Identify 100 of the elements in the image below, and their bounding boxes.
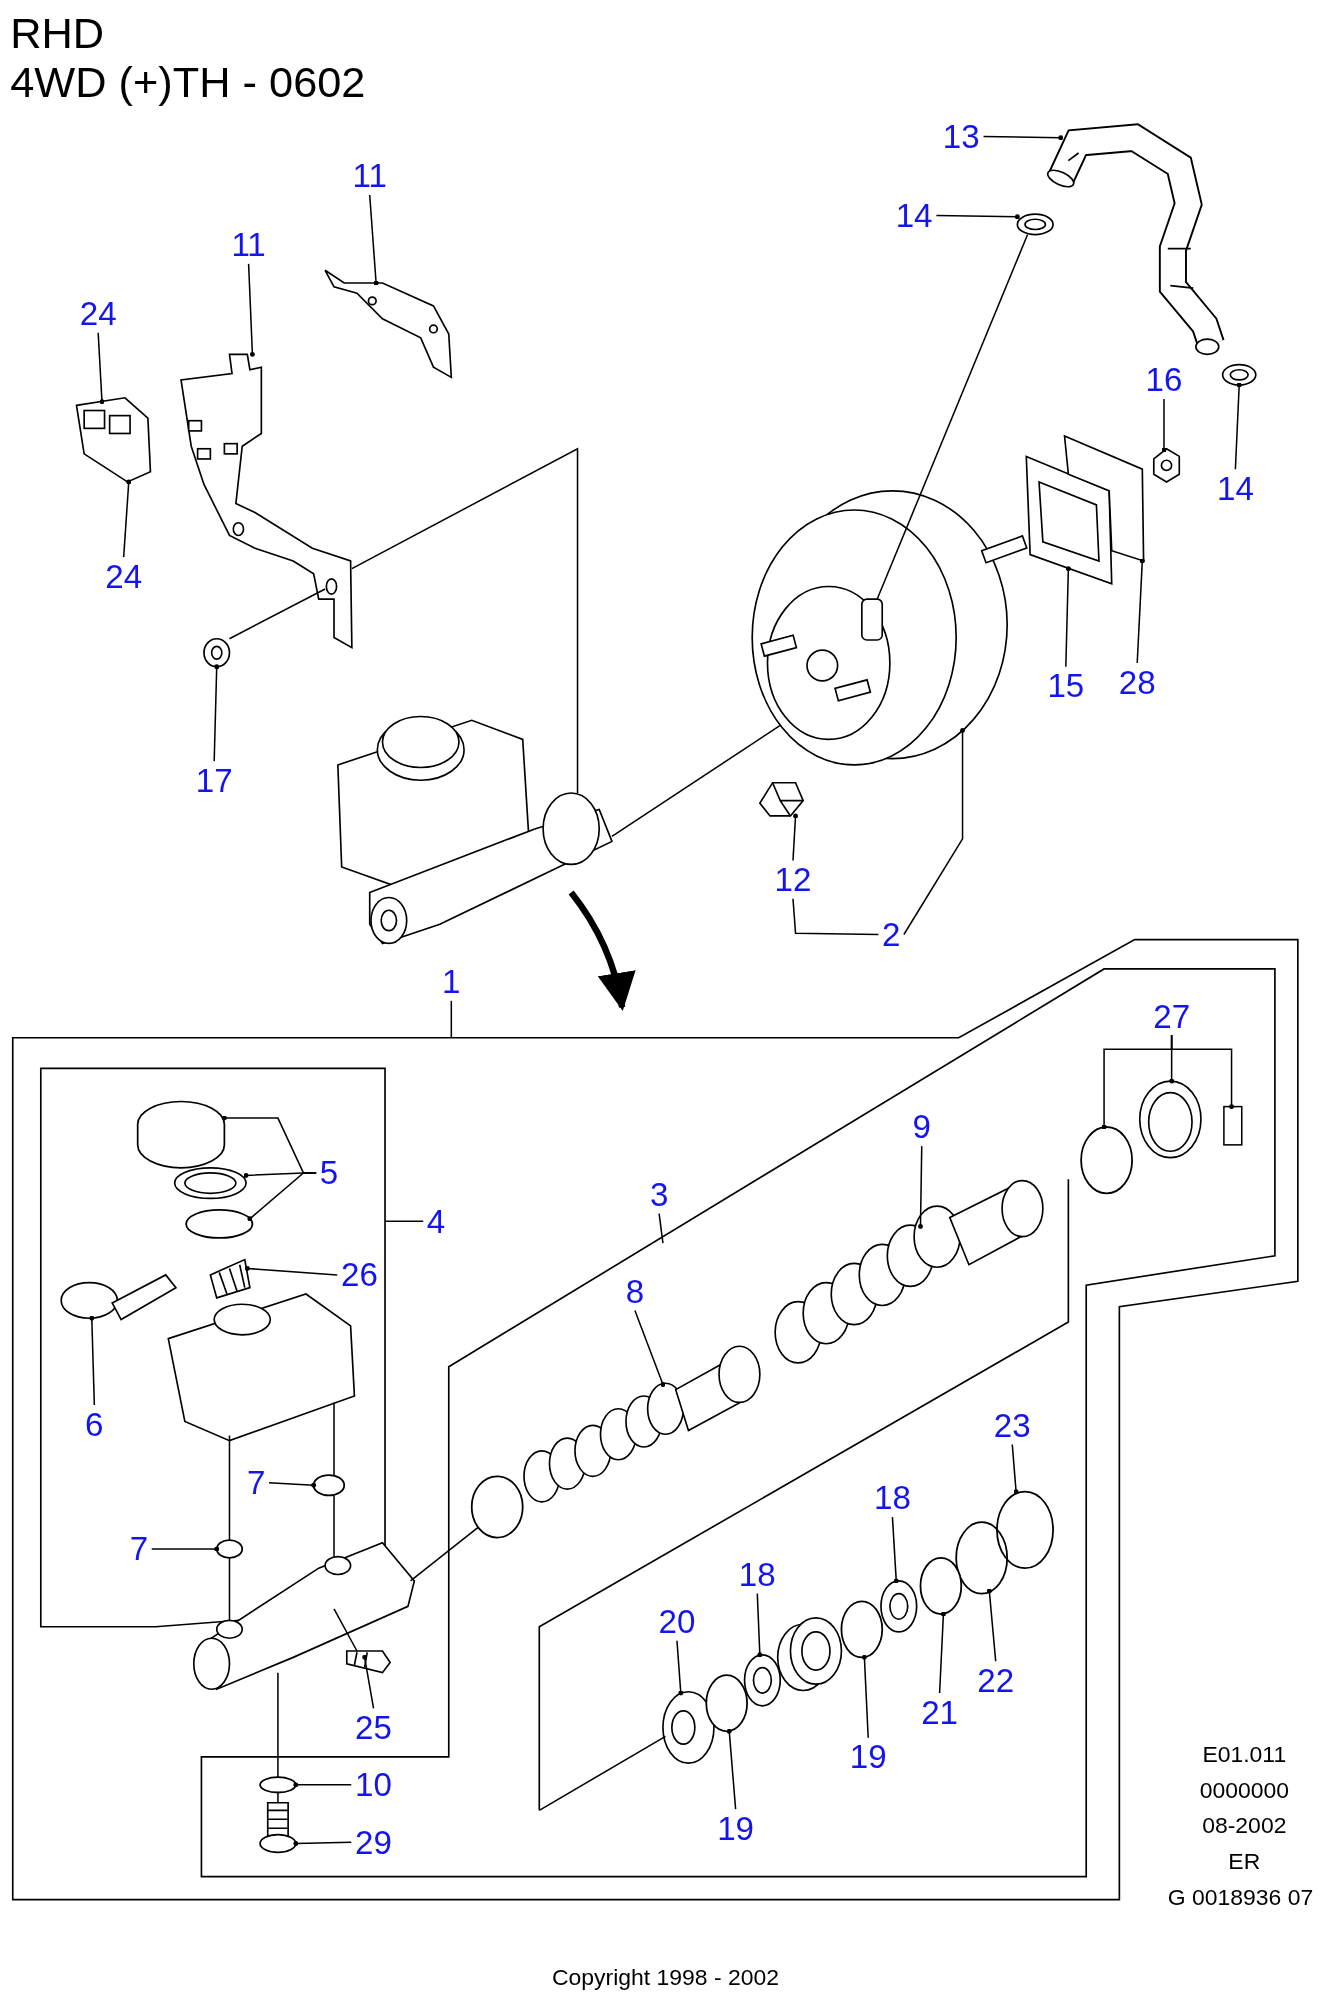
leader-line	[1170, 1034, 1234, 1110]
leader-line	[792, 898, 880, 936]
leader-line	[244, 1266, 338, 1276]
callout-number: 14	[1216, 471, 1254, 505]
header-text: 4WD (+)TH - 0602	[10, 58, 366, 105]
leader-line	[891, 1516, 899, 1584]
callout-number: 24	[105, 559, 143, 593]
leader-line	[756, 1592, 763, 1658]
leader-line	[450, 1000, 453, 1039]
leader-line	[89, 1315, 96, 1406]
clamp-drawing	[1016, 213, 1054, 236]
snap-ring-drawing	[955, 1521, 1009, 1595]
valve-drawing	[758, 781, 805, 817]
leader-line	[676, 1640, 684, 1696]
reservoir-drawing	[167, 1293, 356, 1442]
connector-line	[333, 1608, 358, 1652]
leader-line	[1065, 566, 1071, 668]
connector-line	[611, 724, 781, 838]
hose-drawing	[1046, 123, 1225, 356]
leader-line	[1161, 398, 1167, 453]
nut-drawing	[1152, 447, 1181, 483]
leader-line	[792, 813, 798, 862]
callout-number: 25	[355, 1710, 392, 1745]
leader-line	[634, 1309, 666, 1387]
leader-line	[150, 1546, 220, 1552]
callout-number: 13	[942, 119, 980, 153]
leader-line	[1234, 382, 1242, 470]
callout-number: 7	[247, 1466, 266, 1500]
callout-number: 16	[1145, 363, 1183, 397]
leader-line	[362, 1654, 375, 1710]
connector-line	[333, 1401, 335, 1476]
cap-drawing	[136, 1100, 226, 1169]
leader-line	[861, 1654, 869, 1739]
drawing-date: 08-2002	[1202, 1812, 1287, 1839]
seal-drawing	[840, 1600, 884, 1659]
leader-line	[122, 479, 132, 558]
leader-line	[903, 728, 965, 936]
screw-drawing	[345, 1650, 392, 1674]
leader-line	[213, 664, 220, 762]
ring-drawing	[173, 1167, 247, 1200]
callout-number: 18	[874, 1481, 911, 1515]
pin-drawing	[60, 1273, 178, 1321]
callout-number: 7	[129, 1532, 149, 1566]
ring-drawing	[1138, 1080, 1202, 1159]
cylinder-body-drawing	[192, 1541, 416, 1691]
callout-number: 8	[625, 1274, 645, 1309]
leader-line	[658, 1212, 664, 1244]
ring-drawing	[185, 1209, 254, 1239]
callout-number: 11	[352, 159, 387, 193]
strainer-drawing	[209, 1258, 251, 1299]
callout-number: 28	[1118, 665, 1156, 699]
seal-kit-drawing	[625, 1345, 761, 1448]
connector-line	[228, 1557, 231, 1622]
callout-number: 9	[912, 1110, 931, 1144]
bracket-drawing	[180, 353, 353, 650]
copyright-note: Copyright 1998 - 2002	[551, 1964, 780, 1991]
leader-line	[293, 1841, 352, 1846]
leader-line	[247, 263, 255, 357]
connector-line	[333, 1494, 335, 1558]
brake-booster-drawing	[751, 490, 1028, 766]
callout-number: 15	[1047, 669, 1085, 703]
callout-number: 10	[355, 1768, 392, 1802]
connector-line	[277, 1671, 279, 1778]
callout-number: 6	[85, 1407, 104, 1441]
leader-line	[935, 214, 1020, 220]
clip-drawing	[1223, 1105, 1243, 1146]
callout-number: 20	[658, 1605, 696, 1639]
callout-number: 24	[79, 297, 117, 331]
bolt-drawing	[259, 1801, 297, 1854]
connector-line	[228, 1434, 231, 1541]
callout-number: 4	[426, 1204, 446, 1238]
callout-number: 5	[319, 1156, 339, 1190]
seal-kit-drawing	[886, 1179, 1044, 1288]
callout-number: 22	[977, 1663, 1015, 1697]
drawing-code: E01.011	[1202, 1741, 1287, 1767]
callout-number: 11	[231, 228, 266, 262]
callout-number: 2	[881, 917, 901, 952]
washer-drawing	[919, 1557, 963, 1615]
piston-drawing	[662, 1690, 715, 1764]
ring-drawing	[743, 1654, 782, 1707]
callout-number: 23	[993, 1408, 1031, 1442]
drawing-code: ER	[1228, 1848, 1261, 1875]
leader-line	[247, 1172, 317, 1222]
seal-drawing	[705, 1674, 748, 1733]
nut-drawing	[203, 637, 231, 668]
connector-line	[876, 233, 1029, 600]
callout-number: 27	[1153, 999, 1191, 1033]
leader-line	[938, 1611, 946, 1694]
callout-number: 29	[355, 1825, 392, 1859]
leader-line	[368, 194, 379, 286]
leader-line	[384, 1220, 425, 1223]
connector-drawing	[75, 396, 152, 483]
snap-ring-drawing	[1080, 1126, 1133, 1195]
leader-line	[982, 135, 1064, 141]
drawing-code: 0000000	[1199, 1777, 1289, 1803]
leader-line	[918, 1145, 923, 1229]
callout-number: 14	[895, 198, 933, 233]
callout-number: 12	[774, 863, 812, 897]
leader-line	[268, 1481, 317, 1488]
callout-number: 3	[649, 1178, 669, 1212]
